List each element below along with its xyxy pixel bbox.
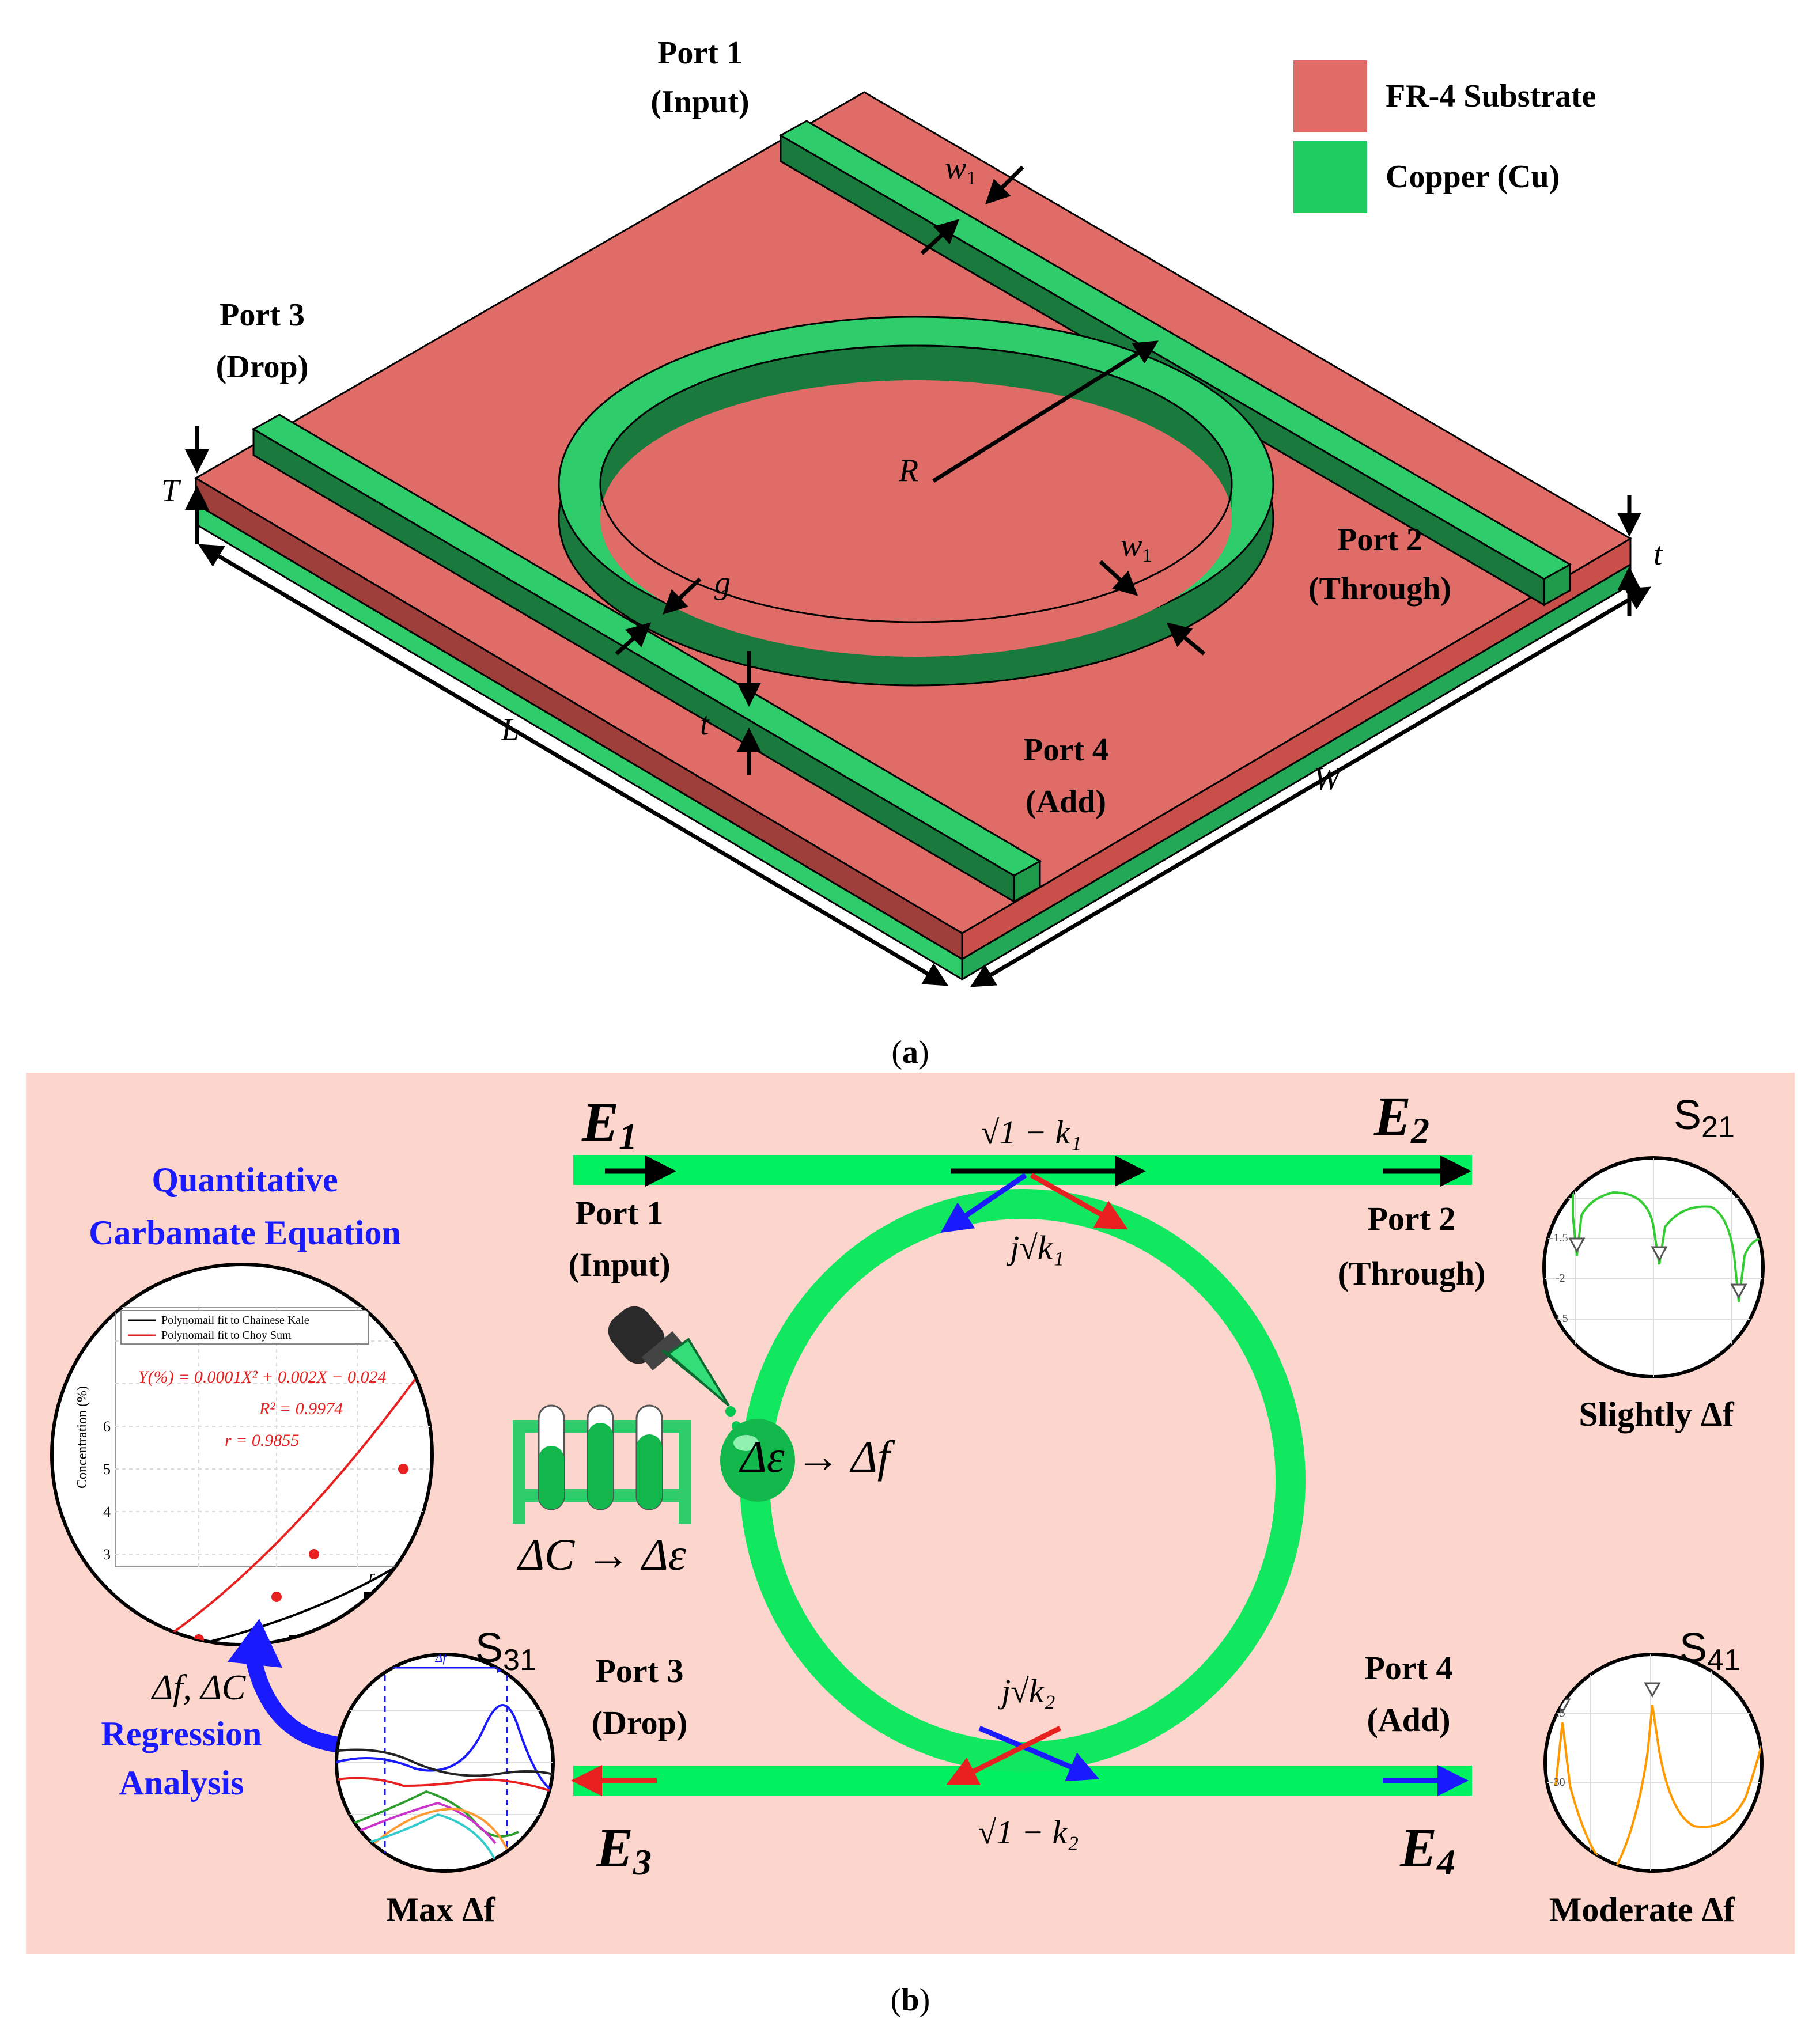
dim-R-label: R xyxy=(898,453,918,488)
max-label: Max Δf xyxy=(386,1891,495,1929)
inset-ytick: 5 xyxy=(103,1461,111,1478)
s41-tick-2: -30 xyxy=(1550,1776,1565,1789)
b-port2-label: Port 2 xyxy=(1368,1200,1456,1237)
s31-label: S31 xyxy=(475,1625,536,1677)
b-port3-role: (Drop) xyxy=(592,1704,687,1741)
inset-equation: Y(%) = 0.0001X² + 0.002X − 0.024 xyxy=(138,1368,387,1387)
legend: FR-4 Substrate Copper (Cu) xyxy=(1293,60,1596,213)
E3-label: E3 xyxy=(596,1817,652,1883)
port3-label: Port 3 xyxy=(220,297,305,333)
dim-w1-ring-label: w1 xyxy=(1121,528,1152,566)
dim-W-label: W xyxy=(1314,761,1343,797)
s21-tick-2: -1.5 xyxy=(1550,1232,1568,1244)
quant-title-line2: Carbamate Equation xyxy=(89,1214,401,1252)
moderate-label: Moderate Δf xyxy=(1549,1891,1735,1929)
E4-label: E4 xyxy=(1399,1817,1455,1883)
dim-t-center-label: t xyxy=(700,706,710,742)
coef-bottom-through: √1 − k₂ xyxy=(978,1813,1079,1851)
coupling-coefficients: √1 − k₁ j√k₁ j√k₂ √1 − k₂ xyxy=(978,1114,1082,1851)
dropper-icon xyxy=(608,1306,741,1430)
panel-b: E1 E2 E3 E4 √1 − k₁ j√k₁ j√k₂ √1 − k₂ Po… xyxy=(26,1073,1795,2018)
s21-tick-3: -2 xyxy=(1556,1272,1565,1285)
legend-substrate-label: FR-4 Substrate xyxy=(1386,78,1596,114)
s41-inset: -25 -30 xyxy=(1543,1653,1764,1873)
dim-g-label: g xyxy=(714,565,731,601)
regression-arrowhead xyxy=(228,1619,282,1668)
delta-f-C-label: Δf, ΔC xyxy=(150,1668,246,1707)
ring-inner-floor xyxy=(600,380,1232,657)
inset-ytick: 4 xyxy=(103,1503,111,1520)
inset-legend-black: Polynomail fit to Chainese Kale xyxy=(161,1314,309,1327)
port2-label: Port 2 xyxy=(1337,522,1422,558)
dim-t-right-label: t xyxy=(1653,536,1663,572)
s21-curve xyxy=(1572,1169,1763,1302)
legend-substrate-swatch xyxy=(1293,60,1367,132)
legend-copper-label: Copper (Cu) xyxy=(1386,159,1560,195)
regression-arrow xyxy=(245,1657,347,1753)
inset-ylabel: Concentration (%) xyxy=(75,1386,90,1489)
port4-label: Port 4 xyxy=(1023,732,1108,768)
flow-arrows xyxy=(571,1156,1471,1796)
s21-markers xyxy=(1568,1237,1747,1300)
regression-line1: Regression xyxy=(101,1715,262,1753)
legend-copper-swatch xyxy=(1293,141,1367,213)
E2-label: E2 xyxy=(1373,1085,1429,1151)
quant-title-line1: Quantitative xyxy=(152,1161,338,1199)
data-point-red xyxy=(398,1464,408,1474)
field-labels: E1 E2 E3 E4 xyxy=(581,1085,1455,1883)
b-port4-role: (Add) xyxy=(1367,1701,1450,1739)
top-line-top xyxy=(778,120,1572,580)
dimension-lines xyxy=(185,165,1652,987)
inset-r: r = 0.9855 xyxy=(225,1431,299,1450)
ring-inner-wall-top xyxy=(600,346,1232,513)
droplet-highlight xyxy=(733,1435,759,1451)
delta-C-to-eps: ΔC → Δε xyxy=(516,1529,686,1580)
panel-a: Port 1 (Input) Port 3 (Drop) Port 2 (Thr… xyxy=(161,35,1663,1070)
s41-label: S41 xyxy=(1679,1625,1740,1677)
dim-T-label: T xyxy=(161,473,181,509)
port2-role: (Through) xyxy=(1308,571,1451,607)
panel-a-labels: Port 1 (Input) Port 3 (Drop) Port 2 (Thr… xyxy=(161,35,1663,820)
panel-a-caption: (a) xyxy=(891,1035,929,1070)
inset-r2: R² = 0.9974 xyxy=(259,1399,343,1418)
data-point-red xyxy=(271,1592,282,1602)
coef-bottom-cross: j√k₂ xyxy=(997,1672,1055,1710)
b-port3-label: Port 3 xyxy=(596,1652,684,1690)
s21-label: S21 xyxy=(1674,1092,1735,1144)
coef-top-through: √1 − k₁ xyxy=(981,1114,1082,1151)
regression-line2: Analysis xyxy=(119,1764,244,1802)
s31-inset: Δf xyxy=(335,1650,555,1873)
panel-b-caption: (b) xyxy=(891,1982,930,2018)
port1-role: (Input) xyxy=(650,84,749,120)
test-tubes-icon xyxy=(513,1404,691,1524)
slightly-label: Slightly Δf xyxy=(1579,1395,1734,1433)
panel-b-port-labels: Port 1 (Input) Port 2 (Through) Port 3 (… xyxy=(568,1194,1485,1741)
inset-legend-red: Polynomail fit to Choy Sum xyxy=(161,1329,292,1342)
b-port1-role: (Input) xyxy=(568,1246,670,1283)
inset-ytick: 3 xyxy=(103,1546,111,1563)
coef-top-cross: j√k₁ xyxy=(1006,1229,1064,1266)
port4-role: (Add) xyxy=(1026,784,1106,820)
port3-role: (Drop) xyxy=(216,349,309,385)
b-port2-role: (Through) xyxy=(1338,1255,1486,1292)
fit-curve-black xyxy=(115,1554,416,1645)
data-point-red xyxy=(309,1549,319,1559)
fit-curve-red xyxy=(146,1378,416,1645)
delta-eps-to-f: Δε → Δf xyxy=(739,1431,895,1482)
inset-r-black: r xyxy=(369,1567,375,1585)
inset-ytick: 6 xyxy=(103,1418,111,1435)
dim-L-label: L xyxy=(501,712,519,748)
dim-w1-top-label: w1 xyxy=(945,150,976,189)
s31-delta-f: Δf xyxy=(434,1650,448,1665)
b-port1-label: Port 1 xyxy=(576,1194,664,1232)
b-port4-label: Port 4 xyxy=(1365,1649,1453,1687)
E1-label: E1 xyxy=(581,1091,637,1157)
port1-label: Port 1 xyxy=(657,35,743,71)
s21-inset: -1 -1.5 -2 -2.5 xyxy=(1542,1156,1765,1378)
